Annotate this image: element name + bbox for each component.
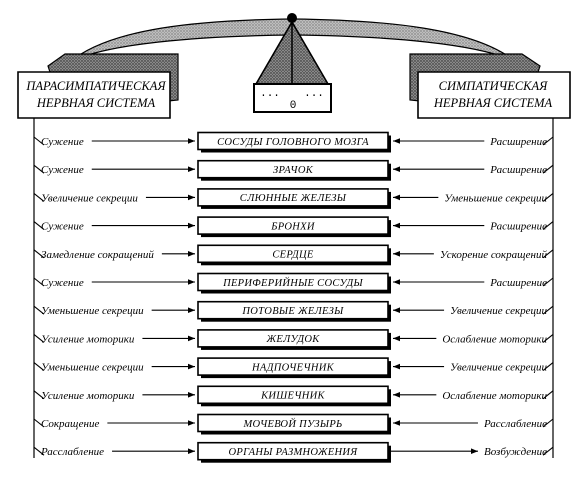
organ-row: СЛЮННЫЕ ЖЕЛЕЗЫ Увеличение секреции Уменьше…	[33, 188, 554, 209]
sympathetic-effect: Расширение	[489, 277, 547, 289]
sympathetic-effect: Расширение	[489, 136, 547, 148]
left-tick	[33, 136, 45, 146]
left-tick	[33, 164, 45, 174]
organ-row: ОРГАНЫ РАЗМНОЖЕНИЯ Расслабление Возбуждени…	[33, 441, 554, 463]
parasympathetic-title-line2: НЕРВНАЯ СИСТЕМА	[36, 96, 156, 110]
parasympathetic-effect: Уменьшение секреции	[41, 305, 144, 317]
left-tick	[33, 305, 45, 315]
organ-label: НАДПОЧЕЧНИК	[251, 362, 335, 373]
organ-box	[197, 159, 389, 179]
left-tick	[33, 362, 45, 372]
parasympathetic-effect: Усиление моторики	[41, 333, 135, 345]
parasympathetic-effect: Сужение	[41, 136, 84, 148]
organ-label: ПЕРИФЕРИЙНЫЕ СОСУДЫ	[222, 277, 363, 289]
right-tick	[542, 277, 554, 287]
organ-label: ОРГАНЫ РАЗМНОЖЕНИЯ	[229, 447, 359, 458]
organ-row: МОЧЕВОЙ ПУЗЫРЬ Сокращение Расслабление	[33, 413, 554, 435]
organ-box	[197, 216, 389, 235]
right-tick	[542, 192, 554, 202]
organ-label: ПОТОВЫЕ ЖЕЛЕЗЫ	[241, 306, 344, 317]
scale-dial: ... ... 0	[253, 83, 332, 113]
parasympathetic-box: ПАРАСИМПАТИЧЕСКАЯ НЕРВНАЯ СИСТЕМА	[17, 53, 179, 119]
parasympathetic-effect: Сужение	[41, 277, 84, 289]
organ-box	[197, 300, 389, 320]
sympathetic-effect: Расширение	[489, 164, 547, 176]
right-tick	[542, 418, 554, 428]
parasympathetic-effect: Сокращение	[41, 418, 99, 430]
organ-box	[197, 357, 389, 376]
right-tick	[542, 362, 554, 372]
organ-box	[197, 329, 389, 348]
right-tick	[542, 305, 554, 315]
right-tick	[542, 221, 554, 231]
right-tick	[542, 390, 554, 400]
organ-box	[197, 413, 389, 433]
organ-box	[197, 441, 389, 461]
organ-box	[197, 188, 389, 207]
sympathetic-effect: Ослабление моторики	[442, 390, 547, 402]
sympathetic-effect: Расширение	[489, 221, 547, 233]
organ-row: СОСУДЫ ГОЛОВНОГО МОЗГА Сужение Расширение	[33, 131, 554, 153]
parasympathetic-effect: Уменьшение секреции	[41, 362, 144, 374]
right-tick	[542, 164, 554, 174]
left-tick	[33, 249, 45, 259]
sympathetic-effect: Ускорение сокращений	[440, 249, 548, 261]
right-tick	[542, 446, 554, 456]
parasympathetic-effect: Расслабление	[40, 446, 104, 458]
left-tick	[33, 333, 45, 343]
left-tick	[33, 192, 45, 202]
organ-row: СЕРДЦЕ Замедление сокращений Ускорение сок…	[33, 244, 554, 266]
left-tick	[33, 221, 45, 231]
organ-box	[197, 385, 389, 405]
pivot-icon	[287, 13, 297, 23]
left-tick	[33, 277, 45, 287]
right-tick	[542, 333, 554, 343]
parasympathetic-effect: Усиление моторики	[41, 390, 135, 402]
organ-label: ЗРАЧОК	[273, 165, 314, 176]
parasympathetic-effect: Сужение	[41, 164, 84, 176]
scale-left-mark: ...	[260, 88, 280, 100]
organ-label: СОСУДЫ ГОЛОВНОГО МОЗГА	[217, 137, 369, 148]
parasympathetic-title-line1: ПАРАСИМПАТИЧЕСКАЯ	[25, 79, 166, 93]
right-tick	[542, 249, 554, 259]
organ-label: КИШЕЧНИК	[260, 391, 325, 402]
left-tick	[33, 446, 45, 456]
sympathetic-effect: Расслабление	[483, 418, 547, 430]
scale-zero: 0	[290, 100, 297, 112]
left-tick	[33, 418, 45, 428]
parasympathetic-effect: Замедление сокращений	[41, 249, 154, 261]
sympathetic-effect: Увеличение секреции	[450, 305, 547, 317]
organ-row: ЗРАЧОК Сужение Расширение	[33, 159, 554, 181]
organ-label: ЖЕЛУДОК	[265, 334, 320, 345]
organ-row: ЖЕЛУДОК Усиление моторики Ослабление мотор…	[33, 329, 554, 350]
organ-label: СЛЮННЫЕ ЖЕЛЕЗЫ	[240, 193, 347, 204]
organ-label: БРОНХИ	[270, 221, 316, 232]
right-tick	[542, 136, 554, 146]
organ-label: СЕРДЦЕ	[272, 250, 314, 261]
organ-row: ПОТОВЫЕ ЖЕЛЕЗЫ Уменьшение секреции Увеличе…	[33, 300, 554, 322]
sympathetic-title-line1: СИМПАТИЧЕСКАЯ	[439, 79, 548, 93]
sympathetic-effect: Увеличение секреции	[450, 362, 547, 374]
organ-box	[197, 272, 389, 292]
parasympathetic-effect: Сужение	[41, 221, 84, 233]
parasympathetic-effect: Увеличение секреции	[41, 192, 138, 204]
scale-right-mark: ...	[304, 88, 324, 100]
organ-box	[197, 244, 389, 264]
organ-row: БРОНХИ Сужение Расширение	[33, 216, 554, 238]
sympathetic-effect: Ослабление моторики	[442, 333, 547, 345]
sympathetic-title-line2: НЕРВНАЯ СИСТЕМА	[433, 96, 553, 110]
sympathetic-effect: Уменьшение секреции	[444, 192, 547, 204]
sympathetic-box: СИМПАТИЧЕСКАЯ НЕРВНАЯ СИСТЕМА	[409, 53, 571, 119]
organ-box	[197, 131, 389, 151]
organ-label: МОЧЕВОЙ ПУЗЫРЬ	[242, 418, 342, 430]
sympathetic-effect: Возбуждение	[484, 446, 547, 458]
organ-row: НАДПОЧЕЧНИК Уменьшение секреции Увеличение…	[33, 357, 554, 379]
organ-row: КИШЕЧНИК Усиление моторики Ослабление мото…	[33, 385, 554, 407]
organ-row: ПЕРИФЕРИЙНЫЕ СОСУДЫ Сужение Расширение	[33, 272, 554, 294]
left-tick	[33, 390, 45, 400]
